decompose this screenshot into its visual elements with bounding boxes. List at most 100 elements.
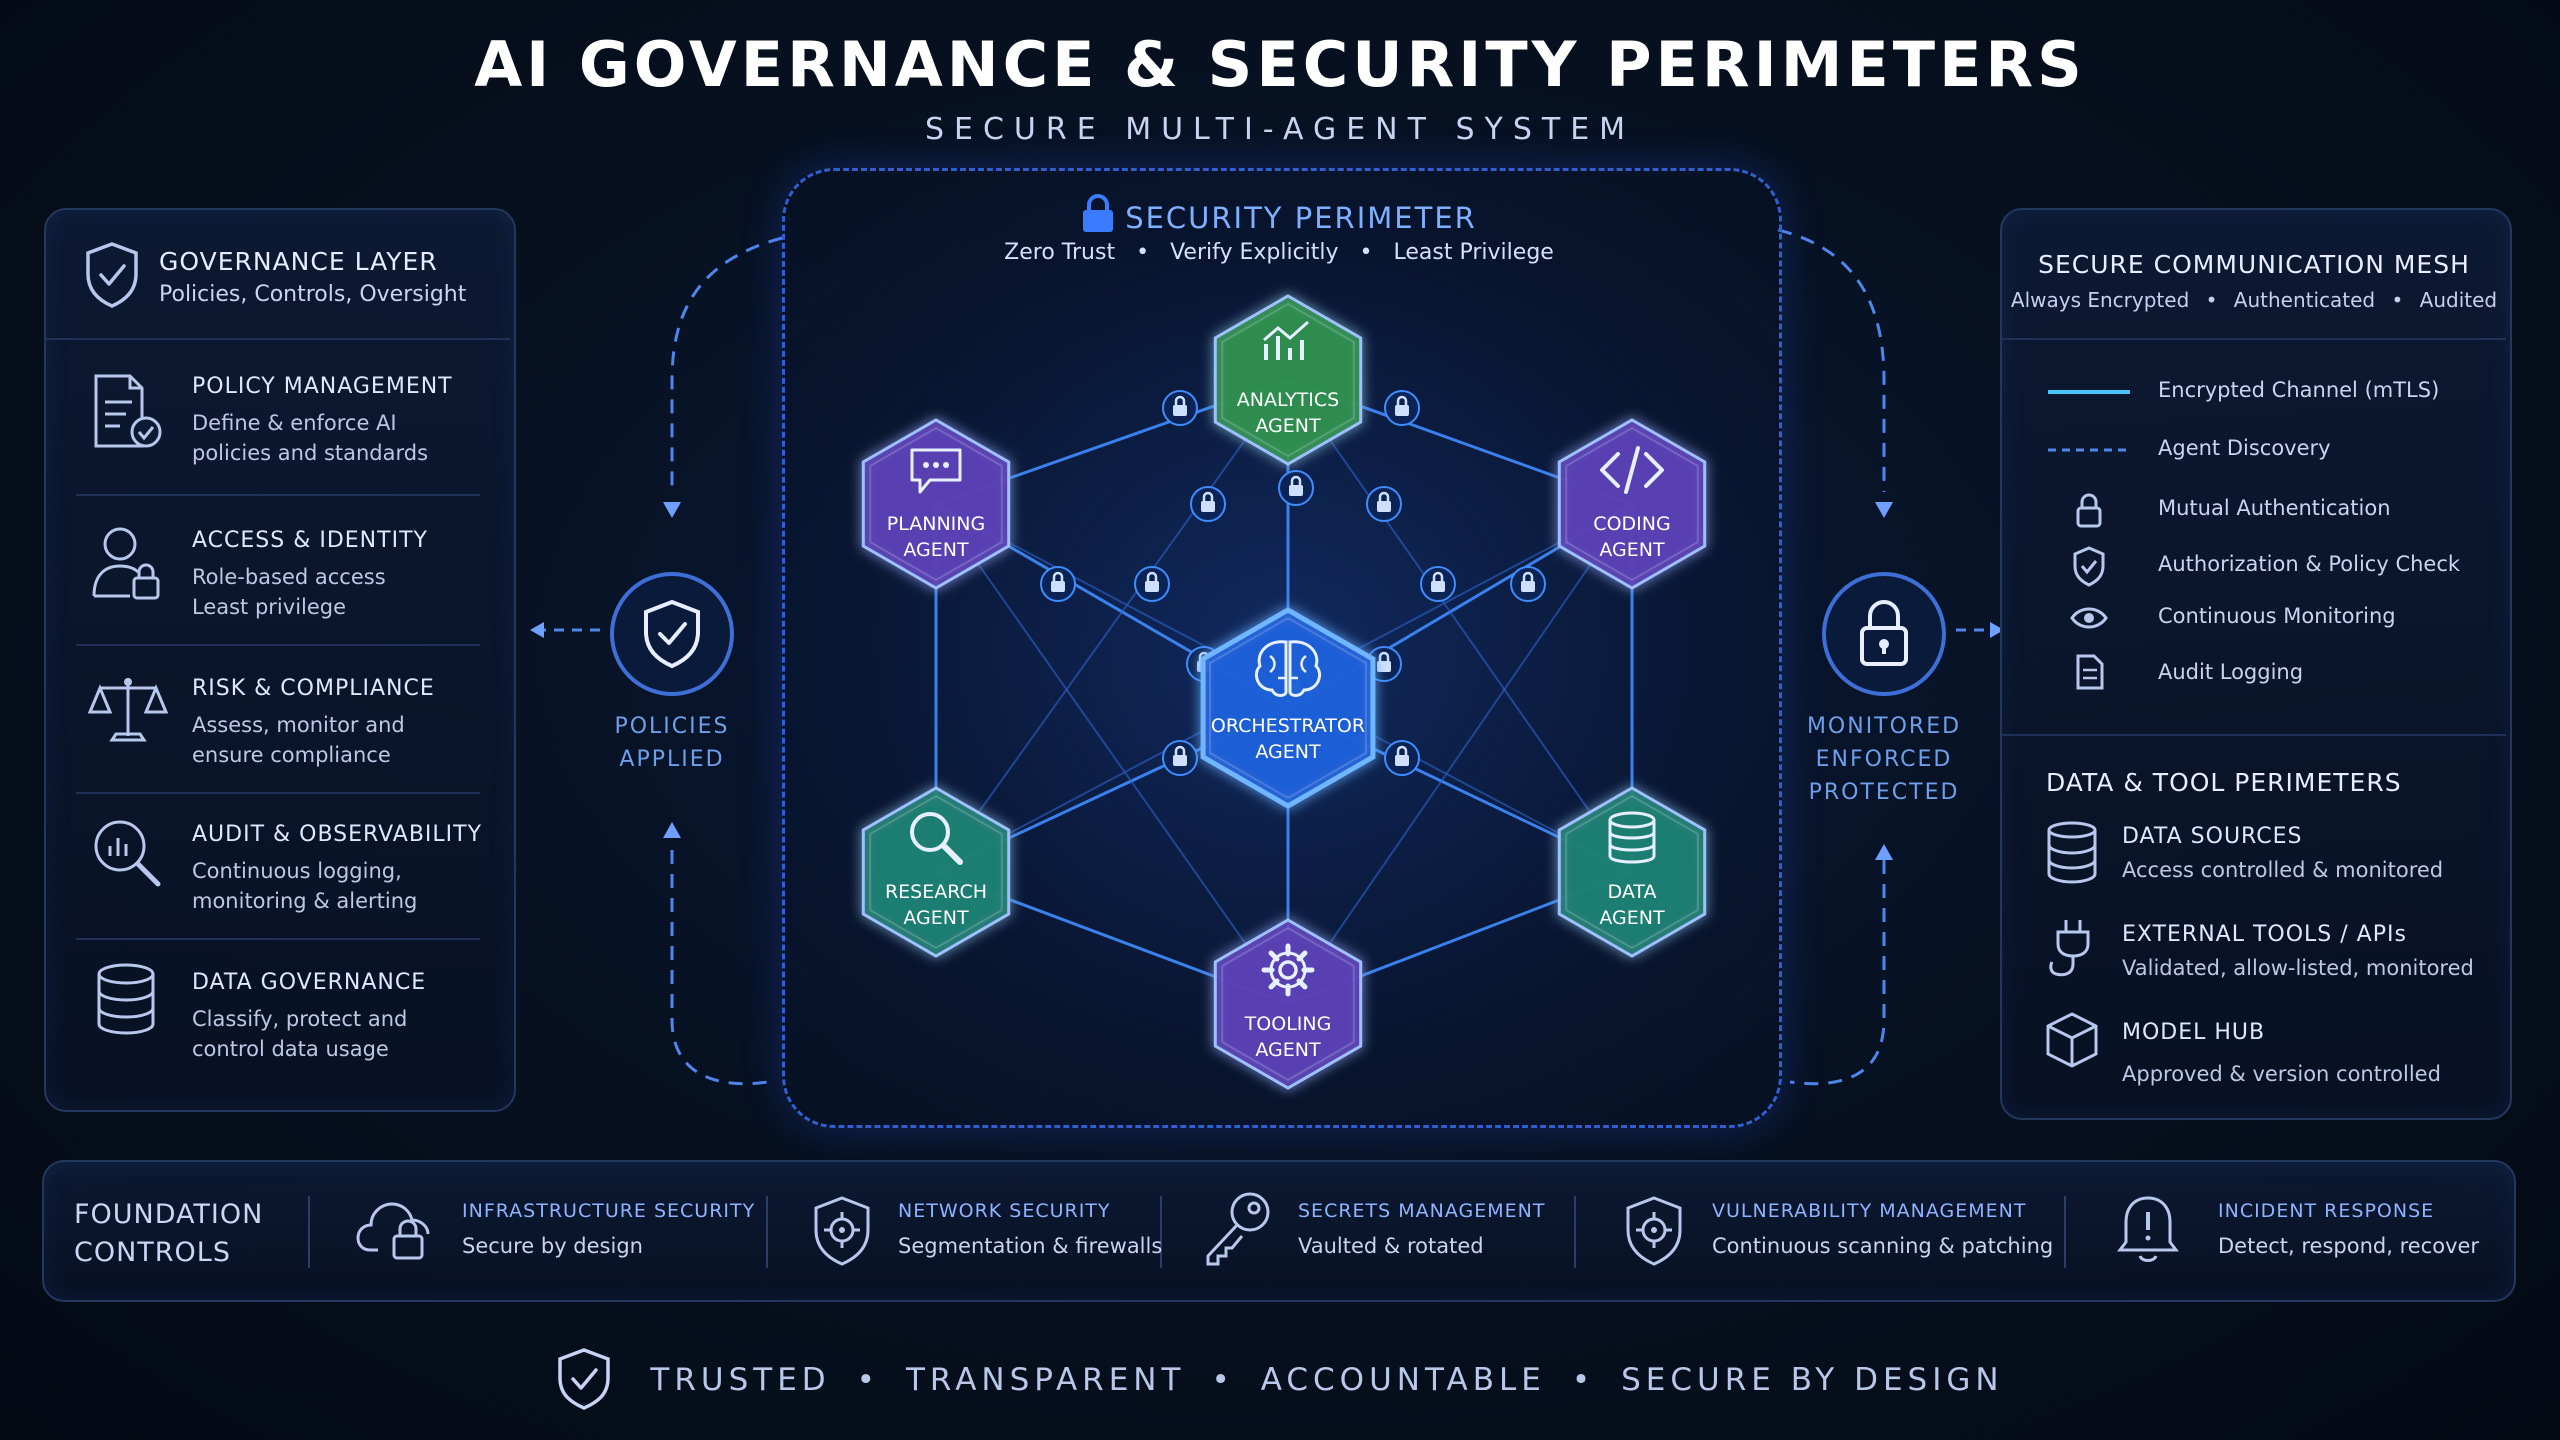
padlock-icon [1420, 566, 1456, 602]
eye-icon [2070, 607, 2108, 629]
agent-label: CODING [1593, 513, 1670, 535]
legend-label: Audit Logging [2158, 660, 2304, 684]
gov-item-desc: Role-based access [192, 565, 386, 589]
gov-item-title: ACCESS & IDENTITY [192, 528, 428, 553]
data-tool-item-desc: Approved & version controlled [2122, 1062, 2441, 1086]
page-subtitle: SECURE MULTI-AGENT SYSTEM [924, 112, 1636, 147]
gov-item-title: RISK & COMPLIANCE [192, 676, 435, 701]
agent-label: AGENT [1599, 907, 1665, 929]
gov-item-title: DATA GOVERNANCE [192, 970, 427, 995]
shield-check-icon [644, 599, 700, 669]
monitored-badge [1822, 572, 1946, 696]
data-tool-title: DATA & TOOL PERIMETERS [2046, 768, 2402, 797]
right-loop-connector [1777, 228, 2004, 1086]
gov-item-desc: control data usage [192, 1037, 389, 1061]
agent-label: ANALYTICS [1237, 389, 1339, 411]
data-tool-item-title: EXTERNAL TOOLS / APIs [2122, 922, 2407, 947]
database-icon [97, 963, 155, 1035]
mesh-title: SECURE COMMUNICATION MESH [2038, 250, 2470, 279]
gov-item-desc: monitoring & alerting [192, 889, 418, 913]
agent-label: AGENT [1255, 1039, 1321, 1061]
padlock-icon [1366, 486, 1402, 522]
database-icon [2047, 821, 2097, 884]
gov-item-title: AUDIT & OBSERVABILITY [192, 822, 483, 847]
agent-label: AGENT [903, 539, 969, 561]
foundation-item-title: NETWORK SECURITY [898, 1200, 1111, 1222]
gov-item-title: POLICY MANAGEMENT [192, 374, 453, 399]
padlock-icon [1510, 566, 1546, 602]
research-icon [910, 812, 963, 865]
data-tool-item-desc: Access controlled & monitored [2122, 858, 2444, 882]
magnifier-chart-icon [94, 820, 161, 887]
scales-icon [88, 678, 168, 742]
legend-label: Continuous Monitoring [2158, 604, 2396, 628]
governance-subtitle: Policies, Controls, Oversight [159, 282, 467, 307]
perimeter-principles: Zero Trust • Verify Explicitly • Least P… [1004, 240, 1554, 265]
foundation-item-desc: Detect, respond, recover [2218, 1234, 2480, 1258]
foundation-item-desc: Vaulted & rotated [1298, 1234, 1484, 1258]
gov-item-desc: Assess, monitor and [192, 713, 405, 737]
padlock-icon [1083, 194, 1114, 232]
agent-label: AGENT [1255, 741, 1321, 763]
agent-label: AGENT [1599, 539, 1665, 561]
foundation-item-title: INCIDENT RESPONSE [2218, 1200, 2435, 1222]
orchestrator-icon [1255, 640, 1321, 697]
padlock-icon [1384, 390, 1420, 426]
padlock-icon [1134, 566, 1170, 602]
data-tool-item-title: DATA SOURCES [2122, 824, 2303, 849]
policy-document-icon [94, 374, 162, 448]
foundation-title: FOUNDATION CONTROLS [74, 1199, 264, 1268]
padlock-icon [1040, 566, 1076, 602]
padlock-icon [1366, 646, 1402, 682]
coding-agent-node: CODING AGENT [1557, 418, 1707, 590]
padlock-icon [1384, 740, 1420, 776]
agent-label: TOOLING [1244, 1013, 1332, 1035]
gov-item-desc: Least privilege [192, 595, 347, 619]
planning-icon [910, 448, 962, 494]
user-lock-icon [92, 527, 160, 600]
legend-label: Authorization & Policy Check [2158, 552, 2461, 576]
gov-item-desc: Continuous logging, [192, 859, 402, 883]
foundation-item-title: VULNERABILITY MANAGEMENT [1712, 1200, 2027, 1222]
agent-label: AGENT [1255, 415, 1321, 437]
gov-item-desc: Classify, protect and [192, 1007, 408, 1031]
padlock-icon [1860, 600, 1908, 666]
agent-label: PLANNING [887, 513, 985, 535]
perimeter-title: SECURITY PERIMETER [782, 194, 1776, 235]
encrypted-channel-line [1287, 379, 1633, 873]
legend-label: Encrypted Channel (mTLS) [2158, 378, 2440, 402]
agent-label: DATA [1608, 881, 1657, 903]
mesh-legend-icons [2048, 390, 2130, 690]
page-title: AI GOVERNANCE & SECURITY PERIMETERS [474, 28, 2086, 101]
agent-label: RESEARCH [885, 881, 987, 903]
planning-agent-node: PLANNING AGENT [861, 418, 1011, 590]
footer-tagline: TRUSTED•TRANSPARENT•ACCOUNTABLE•SECURE B… [0, 1346, 2560, 1410]
encrypted-channel-line [935, 379, 1289, 873]
analytics-agent-node: ANALYTICS AGENT [1213, 294, 1363, 466]
data-icon [1608, 811, 1656, 864]
agent-network: ANALYTICSAGENTPLANNINGAGENTCODINGAGENTOR… [861, 294, 1707, 1090]
encrypted-channel-line [1287, 503, 1633, 1005]
padlock-icon [1190, 486, 1226, 522]
plug-icon [2049, 920, 2090, 977]
shield-check-icon [558, 1348, 611, 1410]
foundation-item-title: INFRASTRUCTURE SECURITY [462, 1200, 756, 1222]
gov-item-desc: Define & enforce AI [192, 411, 397, 435]
padlock-icon [1278, 470, 1314, 506]
mesh-tags: Always Encrypted • Authenticated • Audit… [2010, 288, 2498, 312]
shield-target-icon [814, 1196, 870, 1266]
key-icon [1206, 1192, 1270, 1266]
foundation-item-desc: Segmentation & firewalls [898, 1234, 1163, 1258]
padlock-icon [1162, 390, 1198, 426]
cloud-lock-icon [356, 1202, 430, 1260]
tooling-agent-node: TOOLING AGENT [1213, 918, 1363, 1090]
encrypted-channel-line [935, 503, 1289, 1005]
coding-icon [1600, 446, 1664, 494]
alarm-bell-icon [2117, 1196, 2179, 1262]
tooling-icon [1261, 943, 1315, 997]
analytics-icon [1263, 320, 1309, 360]
padlock-icon [1162, 740, 1198, 776]
foundation-controls-panel [42, 1160, 2516, 1302]
agent-label: AGENT [903, 907, 969, 929]
